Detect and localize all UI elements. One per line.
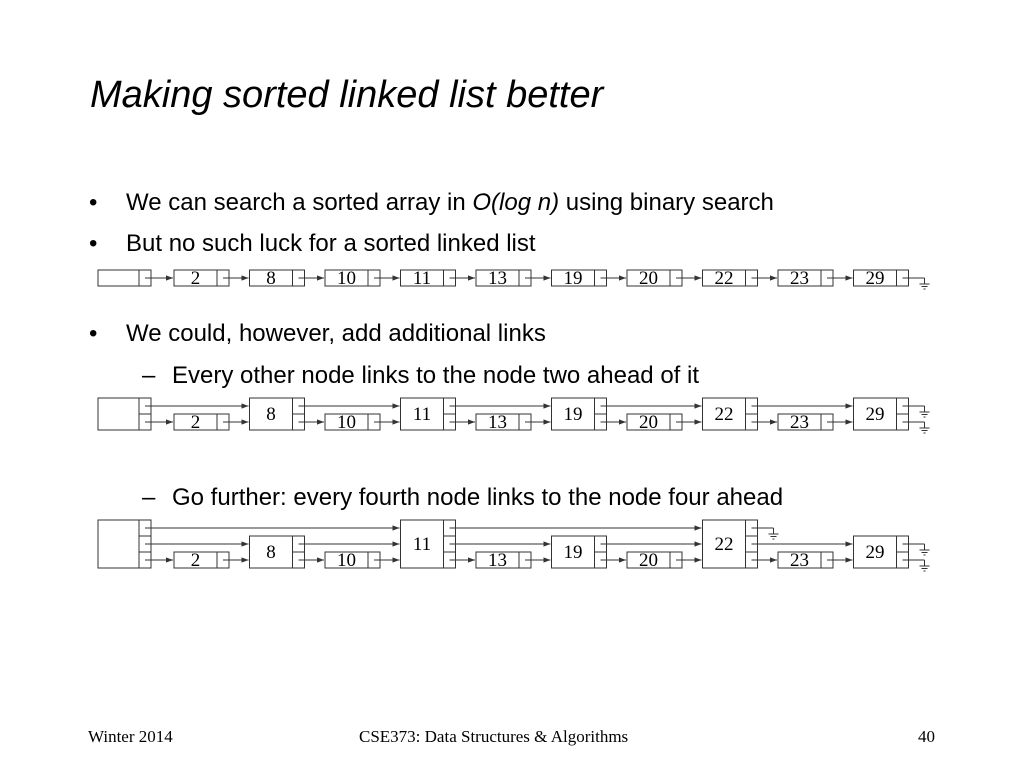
list-node: 23 (777, 550, 834, 571)
node-value: 29 (866, 404, 885, 425)
list-node: 13 (475, 268, 532, 289)
node-value: 11 (413, 404, 431, 425)
list-node: 10 (324, 268, 381, 289)
footer-course: CSE373: Data Structures & Algorithms (359, 727, 629, 746)
bullet-additional-links: • We could, however, add additional links (89, 320, 546, 348)
list-header-node (97, 519, 152, 569)
node-value: 8 (266, 268, 276, 289)
list-node: 11 (400, 397, 456, 431)
bullet-mark: – (142, 484, 156, 511)
node-value: 22 (715, 534, 734, 555)
bullet-text: Go further: every fourth node links to t… (172, 484, 784, 511)
node-value: 13 (488, 550, 507, 571)
node-value: 20 (639, 268, 658, 289)
bullet-text: We could, however, add additional links (126, 320, 546, 347)
list-node: 2 (173, 268, 230, 289)
bullet-mark: • (89, 320, 98, 347)
null-terminator-icon (902, 559, 930, 572)
node-value: 19 (564, 268, 583, 289)
bullet-linked-list: • But no such luck for a sorted linked li… (89, 230, 536, 258)
list-node: 22 (702, 519, 758, 569)
node-value: 10 (337, 412, 356, 433)
node-value: 8 (266, 404, 276, 425)
slide-title: Making sorted linked list better (90, 74, 604, 116)
list-node: 19 (551, 268, 607, 289)
node-value: 29 (866, 268, 885, 289)
node-value: 23 (790, 412, 809, 433)
list-header-node (97, 397, 152, 431)
list-node: 22 (702, 397, 758, 431)
list-node: 8 (249, 268, 305, 289)
bullet-binary-search: • We can search a sorted array in O(log n… (89, 189, 774, 217)
node-value: 19 (564, 404, 583, 425)
null-terminator-icon (902, 421, 930, 434)
node-value: 2 (191, 550, 201, 571)
footer-page-number: 40 (918, 727, 935, 746)
three-level-linked-list-diagram: 2 8 10 11 13 19 20 22 23 29 (97, 519, 930, 572)
bullet-mark: • (89, 189, 98, 216)
bullet-mark: • (89, 230, 98, 257)
node-value: 23 (790, 268, 809, 289)
node-value: 2 (191, 268, 201, 289)
list-node: 29 (853, 535, 909, 569)
list-node: 2 (173, 550, 230, 571)
bullet-text-complexity: O(log n) (472, 189, 560, 216)
list-header-node (97, 269, 152, 287)
node-value: 22 (715, 404, 734, 425)
list-node: 19 (551, 535, 607, 569)
node-value: 10 (337, 268, 356, 289)
list-node: 29 (853, 397, 909, 431)
list-node: 8 (249, 397, 305, 431)
list-node: 10 (324, 412, 381, 433)
list-node: 20 (626, 268, 683, 289)
footer-date: Winter 2014 (88, 727, 173, 746)
node-value: 20 (639, 412, 658, 433)
bullet-text: Every other node links to the node two a… (172, 362, 700, 389)
node-value: 13 (488, 268, 507, 289)
list-node: 11 (400, 519, 456, 569)
list-node: 8 (249, 535, 305, 569)
sub-bullet-two-ahead: –Every other node links to the node two … (142, 362, 700, 390)
list-node: 20 (626, 550, 683, 571)
bullet-text: But no such luck for a sorted linked lis… (126, 230, 536, 257)
null-terminator-icon (751, 527, 779, 540)
sub-bullet-four-ahead: –Go further: every fourth node links to … (142, 484, 784, 512)
list-node: 11 (400, 268, 456, 289)
list-node: 29 (853, 268, 909, 289)
two-level-linked-list-diagram: 2 8 10 11 13 19 20 22 23 29 (97, 397, 930, 434)
node-value: 23 (790, 550, 809, 571)
single-linked-list-diagram: 2 8 10 11 13 19 20 22 23 29 (97, 268, 930, 290)
list-node: 22 (702, 268, 758, 289)
null-terminator-icon (902, 543, 930, 556)
node-value: 11 (413, 534, 431, 555)
node-value: 20 (639, 550, 658, 571)
list-node: 23 (777, 412, 834, 433)
list-node: 23 (777, 268, 834, 289)
node-value: 13 (488, 412, 507, 433)
list-node: 19 (551, 397, 607, 431)
list-node: 20 (626, 412, 683, 433)
list-node: 10 (324, 550, 381, 571)
list-node: 2 (173, 412, 230, 433)
bullet-text-pre: We can search a sorted array in (126, 189, 473, 216)
node-value: 22 (715, 268, 734, 289)
node-value: 29 (866, 542, 885, 563)
bullet-text-post: using binary search (559, 189, 774, 216)
list-node: 13 (475, 550, 532, 571)
node-value: 19 (564, 542, 583, 563)
node-value: 10 (337, 550, 356, 571)
node-value: 8 (266, 542, 276, 563)
list-node: 13 (475, 412, 532, 433)
null-terminator-icon (902, 405, 930, 418)
bullet-mark: – (142, 362, 156, 389)
node-value: 2 (191, 412, 201, 433)
node-value: 11 (413, 268, 431, 289)
null-terminator-icon (902, 277, 930, 290)
